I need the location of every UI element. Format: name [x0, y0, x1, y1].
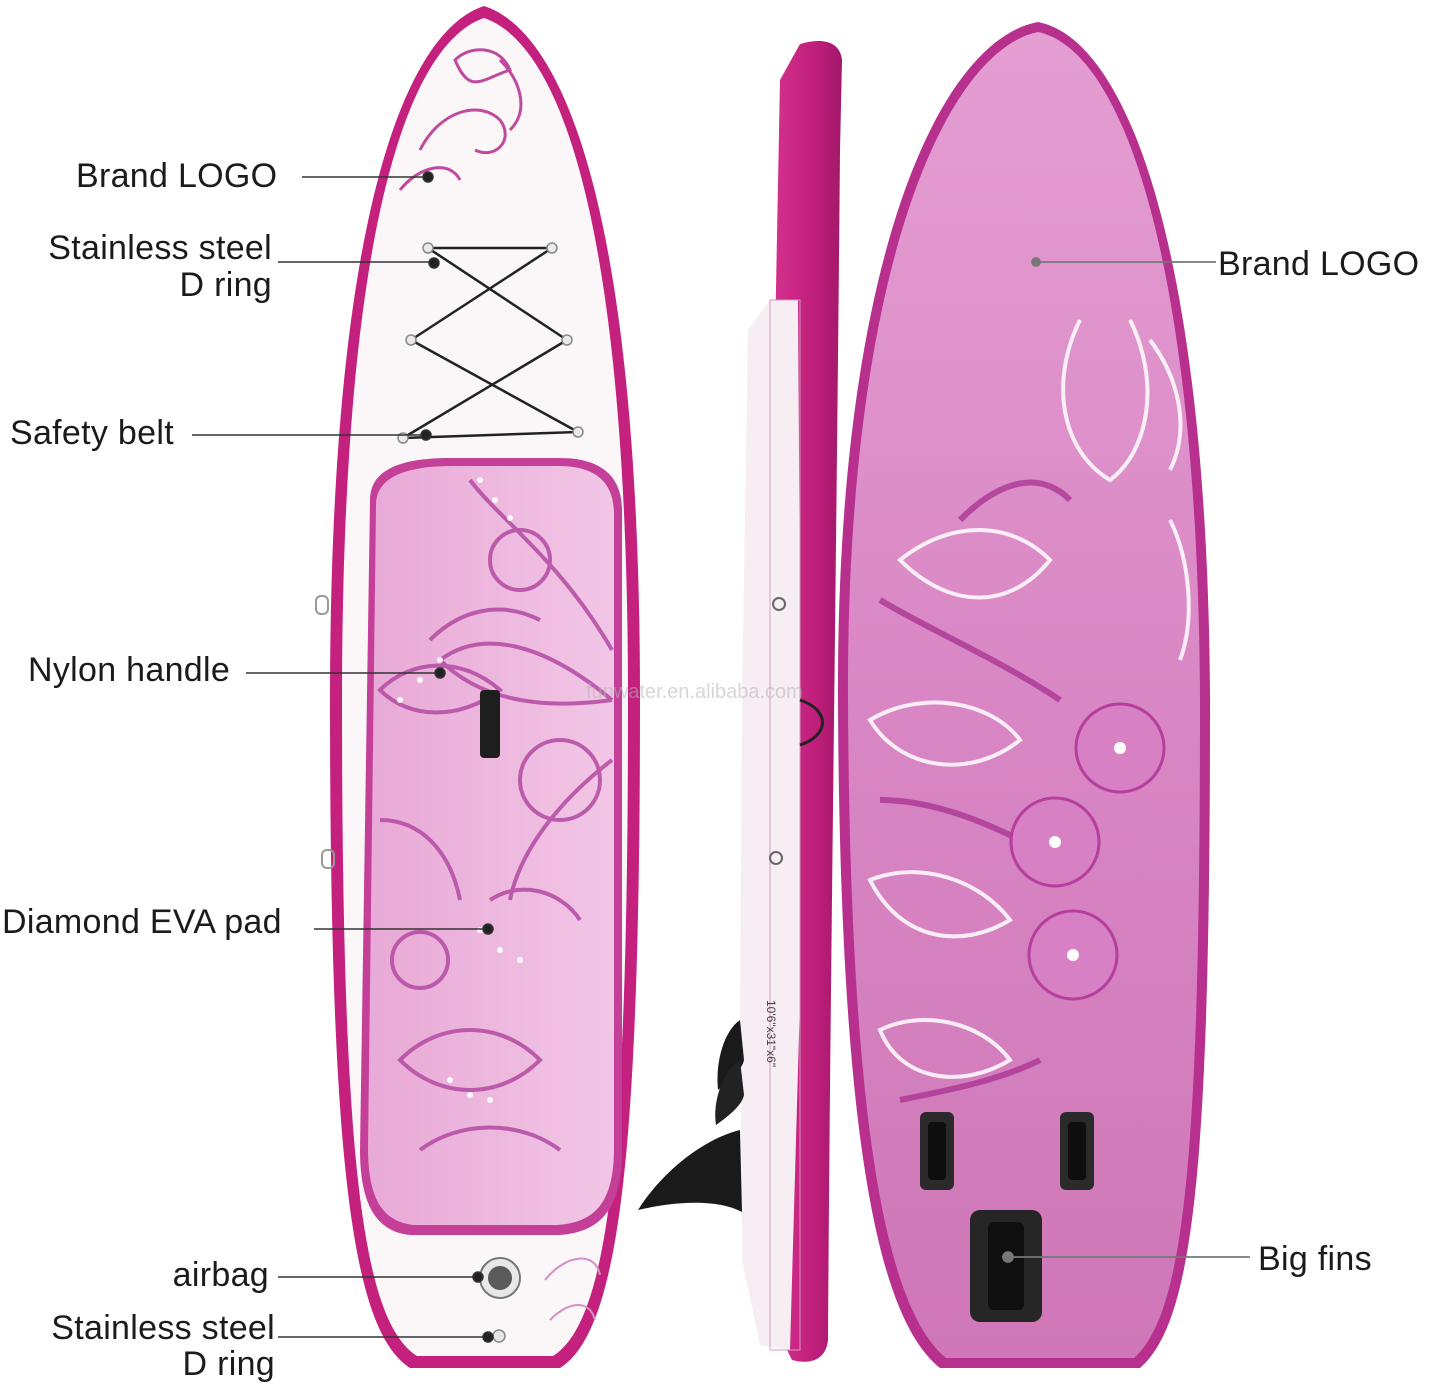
label-brand-logo-left: Brand LOGO	[76, 157, 278, 195]
side-board-seam	[769, 299, 801, 1351]
watermark-text: funwater.en.alibaba.com	[586, 681, 803, 703]
leader-lines-right	[1002, 257, 1250, 1263]
pad-dot-accents	[397, 477, 523, 1103]
side-fin-box-right-inner	[1068, 1122, 1086, 1180]
bottom-mandala-pattern	[867, 319, 1191, 1079]
side-d-ring	[772, 597, 786, 611]
bottom-board-hull	[847, 32, 1200, 1358]
bottom-circle-dots	[1049, 742, 1126, 961]
leader-lines	[192, 171, 494, 1343]
eva-pad	[368, 466, 614, 1225]
center-fin-box-inner	[988, 1222, 1024, 1310]
label-d-ring-top-line1: Stainless steel	[48, 229, 272, 267]
label-d-ring-bottom-line2: D ring	[182, 1345, 275, 1383]
label-brand-logo-right: Brand LOGO	[1218, 245, 1420, 283]
side-d-ring	[321, 849, 335, 869]
side-d-ring	[315, 595, 329, 615]
d-ring	[546, 242, 558, 254]
label-nylon-handle: Nylon handle	[28, 651, 231, 689]
d-ring	[405, 334, 417, 346]
deck-board	[315, 6, 640, 1368]
nose-swirl-decoration	[398, 48, 523, 191]
label-diamond-eva-pad: Diamond EVA pad	[2, 903, 282, 941]
nylon-carry-handle	[480, 690, 500, 758]
label-safety-belt: Safety belt	[10, 414, 174, 452]
board-size-marking: 10'6"x31"x6"	[764, 1000, 778, 1068]
label-airbag: airbag	[172, 1256, 269, 1294]
side-fin-box-left-inner	[928, 1122, 946, 1180]
side-board	[638, 41, 842, 1362]
d-ring	[561, 334, 573, 346]
bungee-cords	[402, 246, 579, 440]
side-handle-loop	[799, 698, 824, 747]
bottom-mandala-lines	[878, 479, 1073, 1103]
tail-swirl-decoration	[544, 1257, 601, 1321]
center-fin	[638, 1130, 742, 1212]
d-ring	[572, 426, 584, 438]
pad-mandala-pattern	[377, 478, 614, 1152]
side-d-ring	[769, 851, 783, 865]
airbag-valve-inner	[488, 1266, 512, 1290]
side-fin-2	[715, 1060, 744, 1125]
side-fin-1	[717, 1020, 744, 1090]
label-d-ring-bottom-line1: Stainless steel	[51, 1309, 275, 1347]
d-ring	[422, 242, 434, 254]
bottom-board	[837, 22, 1210, 1368]
label-d-ring-top-line2: D ring	[179, 266, 272, 304]
label-big-fins: Big fins	[1258, 1240, 1372, 1278]
tail-d-ring	[492, 1329, 506, 1343]
